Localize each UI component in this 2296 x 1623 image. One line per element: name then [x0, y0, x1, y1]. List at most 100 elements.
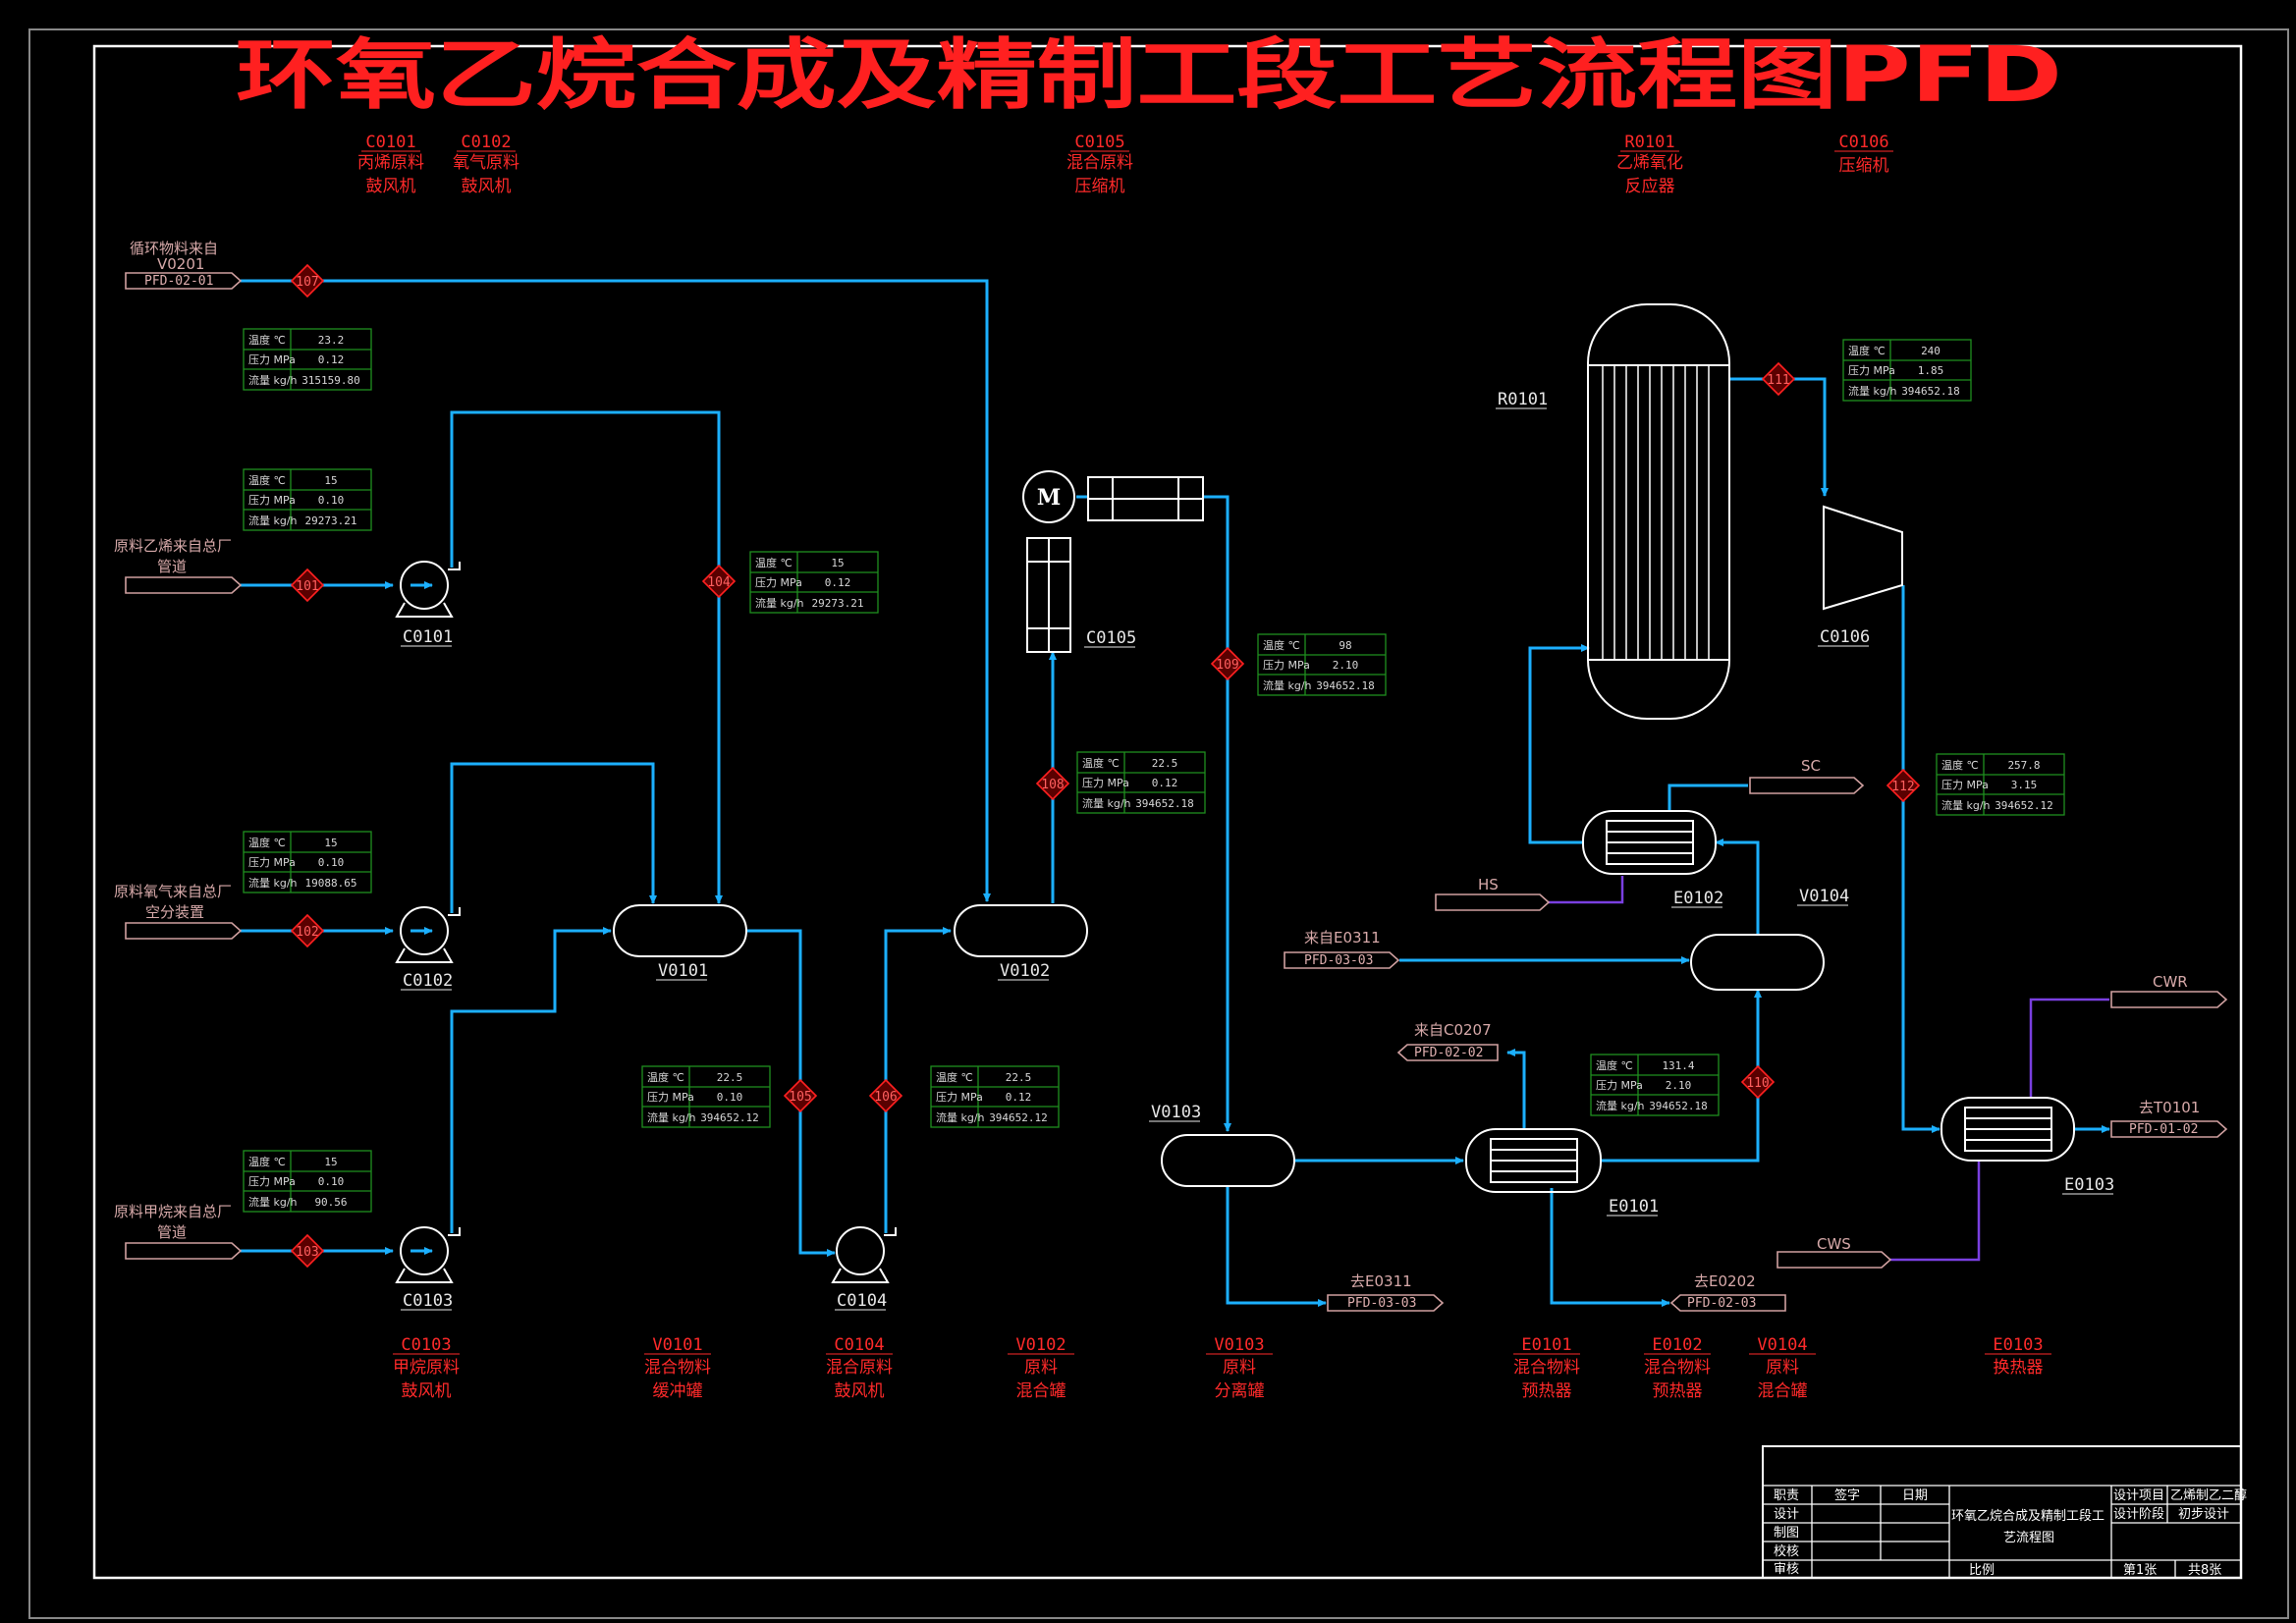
svg-text:3.15: 3.15 [2011, 779, 2038, 791]
svg-text:110: 110 [1746, 1076, 1769, 1091]
svg-text:流量 kg/h: 流量 kg/h [248, 373, 298, 387]
target-e0311-out: 去E0311 PFD-03-03 [1327, 1272, 1445, 1312]
stream-112: 112 [1886, 768, 1921, 803]
svg-text:流量 kg/h: 流量 kg/h [1941, 798, 1991, 812]
svg-text:设计: 设计 [1774, 1507, 1799, 1522]
svg-text:E0103: E0103 [2064, 1175, 2114, 1195]
blower-c0103[interactable]: C0103 [395, 1226, 461, 1311]
utility-sc: SC [1749, 757, 1865, 794]
exchanger-e0101[interactable]: E0101 [1465, 1128, 1659, 1217]
equipment-label-c0102: C0102 氧气原料 鼓风机 [453, 133, 519, 196]
svg-text:131.4: 131.4 [1662, 1059, 1694, 1072]
reactor-r0101[interactable]: R0101 [1496, 303, 1730, 720]
svg-text:111: 111 [1767, 373, 1789, 388]
svg-text:22.5: 22.5 [717, 1071, 743, 1084]
svg-text:艺流程图: 艺流程图 [2003, 1531, 2054, 1545]
equipment-label-c0105: C0105 混合原料 压缩机 [1066, 133, 1133, 196]
equipment-label-e0103: E0103 换热器 [1985, 1335, 2051, 1378]
vessel-v0102[interactable]: V0102 [954, 904, 1088, 981]
svg-text:394652.18: 394652.18 [1901, 385, 1960, 398]
svg-text:106: 106 [874, 1090, 897, 1105]
svg-text:温度 ℃: 温度 ℃ [1848, 344, 1886, 357]
svg-text:240: 240 [1921, 345, 1941, 357]
svg-text:流量 kg/h: 流量 kg/h [755, 596, 804, 610]
svg-text:环氧乙烷合成及精制工段工: 环氧乙烷合成及精制工段工 [1951, 1509, 2105, 1524]
svg-text:管道: 管道 [157, 1223, 187, 1241]
svg-text:105: 105 [789, 1090, 811, 1105]
utility-hs: HS [1435, 876, 1551, 911]
svg-text:C0106: C0106 [1820, 627, 1870, 647]
svg-text:预热器: 预热器 [1653, 1381, 1703, 1401]
source-107: 循环物料来自 V0201 PFD-02-01 [125, 240, 243, 290]
stream-102: 102 [290, 913, 325, 948]
svg-text:E0102: E0102 [1673, 889, 1723, 908]
svg-text:29273.21: 29273.21 [812, 597, 864, 610]
blower-c0101[interactable]: C0101 [395, 561, 461, 647]
svg-text:CWR: CWR [2153, 973, 2188, 991]
source-103: 原料甲烷来自总厂 管道 [114, 1203, 243, 1260]
svg-text:R0101: R0101 [1498, 390, 1548, 409]
stream-104: 104 [701, 564, 737, 599]
svg-text:0.12: 0.12 [1006, 1091, 1032, 1104]
equipment-label-v0104: V0104 原料 混合罐 [1749, 1335, 1816, 1401]
svg-text:乙烯氧化: 乙烯氧化 [1616, 153, 1683, 173]
svg-text:E0101: E0101 [1609, 1197, 1659, 1217]
svg-text:PFD-03-03: PFD-03-03 [1347, 1296, 1416, 1311]
svg-text:E0103: E0103 [1993, 1335, 2043, 1355]
svg-text:394652.18: 394652.18 [1135, 797, 1194, 810]
exchanger-e0102[interactable]: E0102 [1582, 810, 1723, 908]
compressor-c0105[interactable]: M C0105 [1022, 470, 1204, 653]
svg-text:0.12: 0.12 [825, 576, 851, 589]
svg-text:V0104: V0104 [1757, 1335, 1807, 1355]
vessel-v0104[interactable]: V0104 [1690, 887, 1849, 991]
compressor-c0106[interactable]: C0106 [1818, 505, 1903, 647]
vessel-v0101[interactable]: V0101 [613, 904, 747, 981]
svg-text:257.8: 257.8 [2007, 759, 2040, 772]
svg-text:E0102: E0102 [1652, 1335, 1702, 1355]
target-e0202: 去E0202 PFD-02-03 [1669, 1272, 1786, 1312]
svg-text:设计阶段: 设计阶段 [2113, 1507, 2164, 1522]
svg-text:分离罐: 分离罐 [1215, 1381, 1265, 1401]
svg-text:C0103: C0103 [403, 1291, 453, 1311]
svg-text:氧气原料: 氧气原料 [453, 153, 519, 173]
svg-text:V0101: V0101 [652, 1335, 702, 1355]
stream-107: 107 [290, 263, 325, 298]
svg-text:温度 ℃: 温度 ℃ [1082, 756, 1120, 770]
stream-110: 110 [1740, 1064, 1776, 1100]
blower-c0102[interactable]: C0102 [395, 906, 461, 991]
svg-text:E0101: E0101 [1521, 1335, 1571, 1355]
equipment-label-e0101: E0101 混合物料 预热器 [1513, 1335, 1580, 1401]
svg-text:混合罐: 混合罐 [1016, 1381, 1066, 1401]
svg-text:原料: 原料 [1024, 1358, 1058, 1378]
svg-text:102: 102 [296, 925, 318, 940]
svg-text:去E0202: 去E0202 [1694, 1272, 1756, 1290]
svg-text:SC: SC [1801, 757, 1821, 775]
svg-text:394652.18: 394652.18 [1649, 1100, 1708, 1112]
equipment-label-r0101: R0101 乙烯氧化 反应器 [1616, 133, 1683, 196]
svg-text:混合原料: 混合原料 [826, 1358, 893, 1378]
svg-text:23.2: 23.2 [318, 334, 345, 347]
svg-text:C0102: C0102 [461, 133, 511, 152]
svg-text:温度 ℃: 温度 ℃ [248, 473, 286, 487]
svg-text:温度 ℃: 温度 ℃ [1596, 1058, 1633, 1072]
blower-c0104[interactable]: C0104 [831, 1226, 897, 1311]
svg-text:104: 104 [707, 575, 731, 590]
svg-text:C0104: C0104 [837, 1291, 887, 1311]
svg-text:R0101: R0101 [1624, 133, 1674, 152]
title-block: 职责 签字 日期 设计 制图 校核 审核 环氧乙烷合成及精制工段工 艺流程图 设… [1762, 1445, 2247, 1579]
svg-text:乙烯制乙二醇: 乙烯制乙二醇 [2170, 1488, 2247, 1503]
svg-text:压力 MPa: 压力 MPa [647, 1091, 694, 1104]
vessel-v0103[interactable]: V0103 [1149, 1103, 1295, 1187]
stream-105: 105 [783, 1078, 818, 1113]
svg-text:温度 ℃: 温度 ℃ [248, 333, 286, 347]
svg-text:C0101: C0101 [403, 627, 453, 647]
svg-text:温度 ℃: 温度 ℃ [1263, 638, 1300, 652]
svg-text:制图: 制图 [1774, 1526, 1799, 1541]
svg-text:流量 kg/h: 流量 kg/h [936, 1110, 985, 1124]
svg-text:温度 ℃: 温度 ℃ [248, 1155, 286, 1168]
exchanger-e0103[interactable]: E0103 [1941, 1097, 2114, 1195]
